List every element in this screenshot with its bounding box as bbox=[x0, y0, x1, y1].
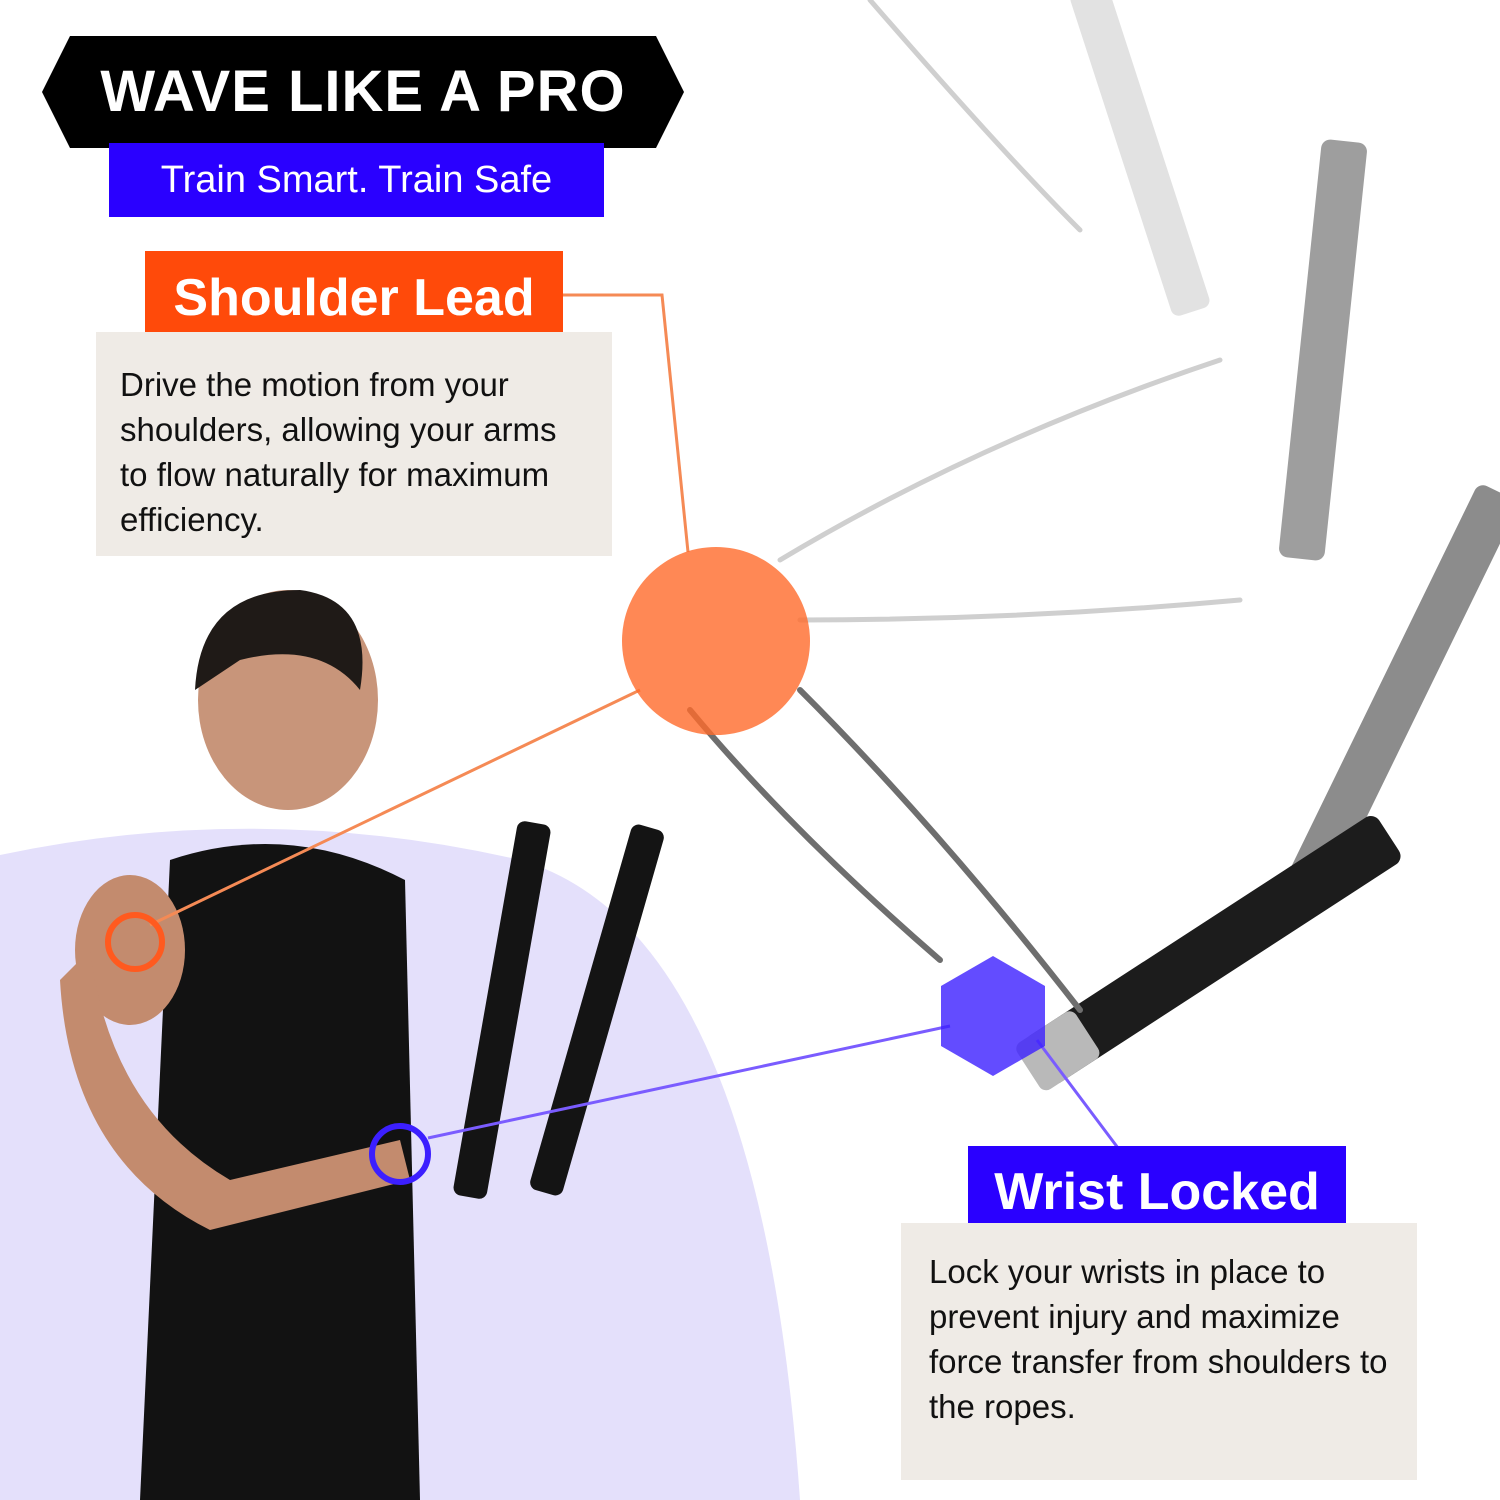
handle-stick bbox=[1025, 815, 1401, 1085]
shoulder-leader-line bbox=[563, 293, 690, 553]
sketched-arm-front bbox=[687, 687, 1083, 1013]
page-title: WAVE LIKE A PRO bbox=[100, 59, 626, 124]
shoulder-lead-description: Drive the motion from your shoulders, al… bbox=[96, 332, 612, 556]
rope-handle-right bbox=[530, 824, 664, 1196]
wrist-locked-description: Lock your wrists in place to prevent inj… bbox=[901, 1223, 1417, 1480]
athlete-shoulder bbox=[75, 875, 185, 1025]
ghost-arm-2 bbox=[777, 357, 1223, 563]
shoulder-connector-line bbox=[149, 688, 641, 927]
wrist-locked-label: Wrist Locked bbox=[968, 1146, 1346, 1238]
athlete-figure bbox=[60, 590, 664, 1500]
ghost-arm-1 bbox=[867, 0, 1083, 233]
ghost-stick-1 bbox=[1070, 0, 1210, 316]
shoulder-target-ring bbox=[105, 912, 165, 972]
rope-handle-left bbox=[453, 821, 551, 1199]
wrist-focus-hexagon bbox=[941, 956, 1045, 1076]
front-arm-lower bbox=[797, 687, 1083, 1013]
wrist-target-ring bbox=[369, 1123, 431, 1185]
front-arm-upper bbox=[687, 707, 943, 963]
page-subtitle: Train Smart. Train Safe bbox=[109, 143, 604, 217]
sketched-arms bbox=[777, 0, 1243, 623]
motion-sequence bbox=[1016, 0, 1500, 1091]
shoulder-lead-label: Shoulder Lead bbox=[145, 251, 563, 345]
wrist-leader-line bbox=[1035, 1039, 1120, 1149]
athlete-hair bbox=[195, 590, 363, 690]
header-banner-shape bbox=[42, 36, 684, 148]
wrist-connector-line bbox=[427, 1024, 951, 1140]
athlete-arm bbox=[60, 950, 410, 1230]
shoulder-focus-circle bbox=[622, 547, 810, 735]
ghost-stick-3 bbox=[1288, 485, 1500, 895]
ghost-arm-3 bbox=[797, 597, 1243, 623]
ghost-stick-2 bbox=[1279, 139, 1367, 561]
